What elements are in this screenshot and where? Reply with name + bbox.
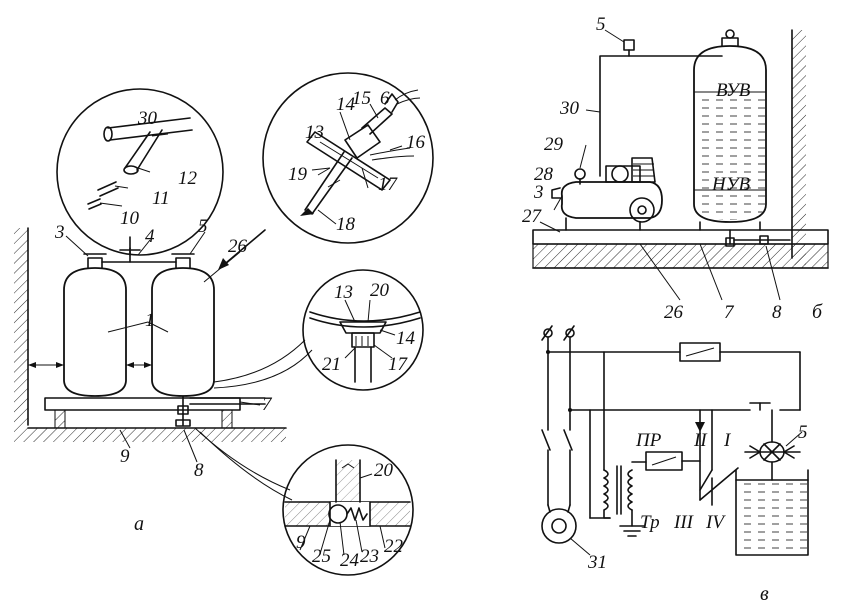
level-nuv: НУВ [711,174,751,195]
callout-b-8: 8 [772,302,782,323]
callout-9b: 9 [296,532,306,553]
callout-24: 24 [340,550,360,571]
callout-1: 1 [145,310,155,331]
label-tr: Тр [640,512,660,533]
callout-26: 26 [228,236,248,257]
diagram-v [541,325,809,556]
callout-11: 11 [152,188,170,209]
callout-21: 21 [322,354,341,375]
callout-25: 25 [312,546,331,567]
callout-13: 13 [305,122,324,143]
callout-20: 20 [370,280,390,301]
callout-5: 5 [198,216,208,237]
callout-17b: 17 [388,354,409,375]
callout-b-7: 7 [724,302,735,323]
callout-20b: 20 [374,460,394,481]
caption-v: в [760,583,769,605]
callout-b-26: 26 [664,302,684,323]
foundation-b [532,229,829,245]
callout-v-31: 31 [587,552,607,573]
label-iii: III [673,512,695,533]
label-pr: ПР [635,430,662,451]
label-i: I [723,430,732,451]
callout-v-5: 5 [798,422,808,443]
callout-7: 7 [262,394,273,415]
callout-17: 17 [378,174,399,195]
diagram-b [532,29,829,301]
callout-3: 3 [54,222,65,243]
callout-b-3: 3 [533,182,544,203]
callout-b-29: 29 [544,134,564,155]
callout-15: 15 [352,88,371,109]
callout-6: 6 [380,88,390,109]
cylinder-left [63,267,127,397]
callout-b-30: 30 [559,98,580,119]
callout-4: 4 [145,226,155,247]
callout-30: 30 [137,108,158,129]
cylinder-right [151,267,215,397]
label-iv: IV [705,512,726,533]
callout-13b: 13 [334,282,353,303]
level-vuv: ВУВ [716,80,751,101]
callout-b-28: 28 [534,164,554,185]
motor-31 [541,508,577,544]
callout-14b: 14 [396,328,416,349]
callout-19: 19 [288,164,308,185]
callout-b-27: 27 [522,206,543,227]
wall-hatch-a [14,228,28,428]
callout-22: 22 [384,536,404,557]
callout-9: 9 [120,446,130,467]
label-ii: II [693,430,708,451]
callout-18: 18 [336,214,356,235]
detail-circle-1 [56,88,224,256]
floor-hatch-a [14,428,286,442]
callout-14: 14 [336,94,356,115]
callout-10: 10 [120,208,140,229]
callout-8: 8 [194,460,204,481]
air-compressor [560,181,663,219]
detail-circle-4 [282,444,414,576]
detail-circle-2 [262,72,434,244]
detail-circle-3 [302,269,424,391]
callout-12: 12 [178,168,198,189]
caption-b: б [812,301,823,323]
callout-23: 23 [360,546,379,567]
caption-a: а [134,513,144,535]
callout-b-5: 5 [596,14,606,35]
labels-b: 5 30 29 28 3 27 ВУВ НУВ 26 7 8 б [522,14,823,323]
labels-v: ПР II I 5 Тр III IV 31 в [587,422,808,605]
labels-a: 30 12 11 10 3 4 5 26 1 7 9 8 а 14 15 6 1… [54,88,426,571]
callout-16: 16 [406,132,426,153]
diagram-a [14,72,434,576]
